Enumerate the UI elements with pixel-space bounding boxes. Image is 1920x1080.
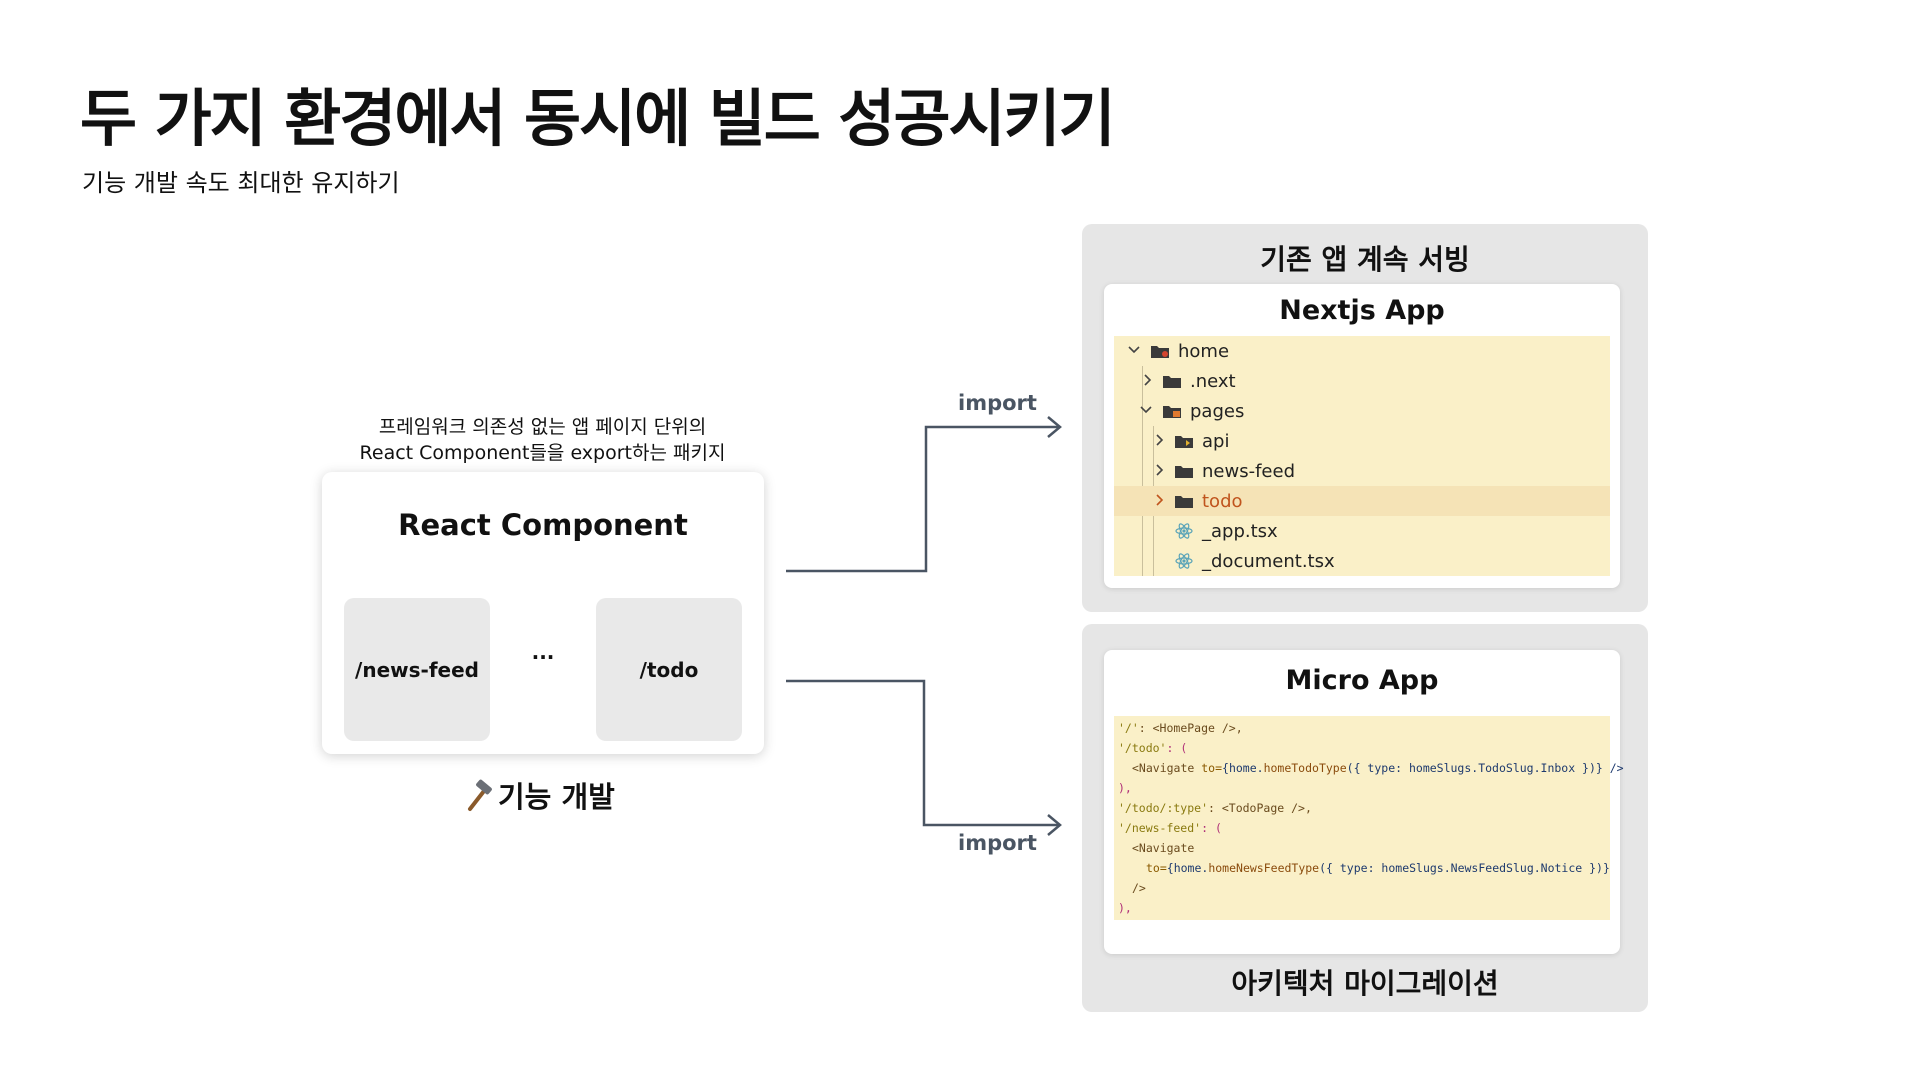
page-subtitle: 기능 개발 속도 최대한 유지하기	[82, 169, 400, 197]
home-folder-icon	[1151, 346, 1169, 358]
import-label-bottom: import	[958, 831, 1037, 855]
tree-item-news-feed[interactable]: news-feed	[1114, 456, 1610, 486]
chevron-right-icon	[1156, 464, 1164, 476]
code-line: '/news-feed': (	[1118, 821, 1222, 835]
micro-app-title: Micro App	[1285, 665, 1439, 696]
tree-item-label: .next	[1190, 371, 1236, 392]
tree-item-pages[interactable]: pages	[1114, 396, 1610, 426]
react-icon	[1175, 553, 1193, 569]
feature-label-text: 기능 개발	[498, 780, 615, 814]
ellipsis: ...	[531, 640, 555, 664]
package-description-line2: React Component들을 export하는 패키지	[359, 442, 726, 464]
chevron-down-icon	[1128, 346, 1140, 354]
arrowhead-top	[1047, 416, 1062, 438]
tree-item-label: pages	[1190, 401, 1245, 422]
import-arrow-top	[786, 425, 1060, 573]
code-line: <Navigate	[1132, 841, 1195, 855]
folder-icon	[1175, 496, 1193, 508]
code-line: to={home.homeNewsFeedType({ type: homeSl…	[1146, 861, 1610, 875]
react-icon	[1175, 523, 1193, 539]
file-tree: home .next pages api news-feed todo _app…	[1114, 336, 1610, 576]
import-label-top: import	[958, 391, 1037, 415]
react-component-card: React Component /news-feed /todo	[322, 472, 764, 754]
tree-item-todo[interactable]: todo	[1114, 486, 1610, 516]
code-line: <Navigate to={home.homeTodoType({ type: …	[1132, 761, 1624, 775]
code-line: ),	[1118, 901, 1132, 915]
tree-item-next[interactable]: .next	[1114, 366, 1610, 396]
folder-icon	[1175, 466, 1193, 478]
tree-item-label: todo	[1202, 491, 1243, 512]
tree-item-home[interactable]: home	[1114, 336, 1610, 366]
tree-item-label: news-feed	[1202, 461, 1295, 482]
nextjs-app-title: Nextjs App	[1279, 295, 1445, 326]
code-line: '/todo': (	[1118, 741, 1188, 755]
hammer-icon	[468, 779, 492, 811]
tree-item-document-tsx[interactable]: _document.tsx	[1114, 546, 1610, 576]
tree-item-label: home	[1178, 341, 1230, 362]
page-box-label: /todo	[639, 657, 699, 682]
page-box-todo: /todo	[596, 598, 742, 741]
page-box-news-feed: /news-feed	[344, 598, 490, 741]
chevron-right-icon	[1156, 494, 1164, 506]
api-folder-icon	[1175, 436, 1193, 448]
legacy-serving-label: 기존 앱 계속 서빙	[1260, 243, 1470, 276]
tree-item-label: _document.tsx	[1202, 551, 1335, 572]
chevron-right-icon	[1156, 434, 1164, 446]
arrowhead-bottom	[1047, 814, 1062, 836]
tree-item-api[interactable]: api	[1114, 426, 1610, 456]
page-title: 두 가지 환경에서 동시에 빌드 성공시키기	[80, 82, 1116, 155]
route-code-block: '/': <HomePage />, '/todo': ( <Navigate …	[1114, 716, 1624, 920]
tree-item-label: api	[1202, 431, 1230, 452]
react-component-title: React Component	[398, 508, 688, 542]
code-line: ),	[1118, 781, 1132, 795]
chevron-down-icon	[1140, 406, 1152, 414]
pages-folder-icon	[1163, 406, 1181, 418]
package-description-line1: 프레임워크 의존성 없는 앱 페이지 단위의	[378, 416, 707, 438]
feature-development-label: 기능 개발	[462, 774, 615, 816]
tree-item-app-tsx[interactable]: _app.tsx	[1114, 516, 1610, 546]
chevron-right-icon	[1144, 374, 1152, 386]
folder-icon	[1163, 376, 1181, 388]
import-arrow-bottom	[786, 679, 1060, 827]
architecture-migration-label: 아키텍처 마이그레이션	[1231, 967, 1499, 1000]
code-line: '/': <HomePage />,	[1118, 721, 1243, 735]
code-line: '/todo/:type': <TodoPage />,	[1118, 801, 1312, 815]
page-box-label: /news-feed	[355, 657, 479, 682]
code-line: />	[1132, 881, 1146, 895]
tree-item-label: _app.tsx	[1202, 521, 1278, 542]
